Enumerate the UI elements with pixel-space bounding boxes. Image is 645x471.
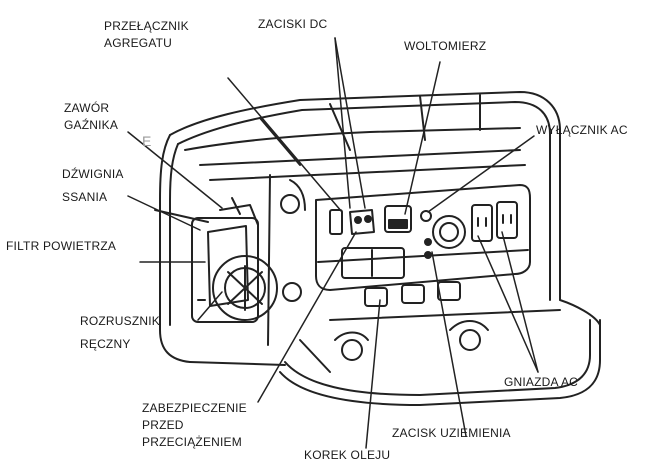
label-filtr-powietrza: FILTR POWIETRZA: [6, 239, 117, 253]
leader-lines: [127, 37, 539, 449]
label-wylacznik-ac: WYŁĄCZNIK AC: [536, 123, 628, 137]
stray-mark: E: [142, 133, 152, 149]
base-feet: [329, 281, 561, 361]
label-zabezpieczenie: ZABEZPIECZENIE PRZED PRZECIĄŻENIEM: [142, 401, 247, 449]
label-rozrusznik-reczny: ROZRUSZNIK RĘCZNY: [80, 314, 160, 351]
label-przelacznik-agregatu: PRZEŁĄCZNIK AGREGATU: [104, 19, 189, 50]
label-woltomierz: WOLTOMIERZ: [404, 39, 487, 53]
control-panel: [315, 184, 531, 291]
label-gniazda-ac: GNIAZDA AC: [504, 375, 579, 389]
label-korek-oleju: KOREK OLEJU: [304, 448, 391, 462]
engine-body: [184, 127, 526, 373]
label-zawor-gaznika: ZAWÓR GAŹNIKA: [64, 101, 119, 132]
engine-left-side: [154, 197, 278, 323]
label-zacisk-uziemienia: ZACISK UZIEMIENIA: [392, 426, 511, 440]
label-dzwignia-ssania: DŹWIGNIA SSANIA: [62, 167, 124, 204]
frame-tubes: [159, 91, 601, 406]
label-zaciski-dc: ZACISKI DC: [258, 17, 328, 31]
